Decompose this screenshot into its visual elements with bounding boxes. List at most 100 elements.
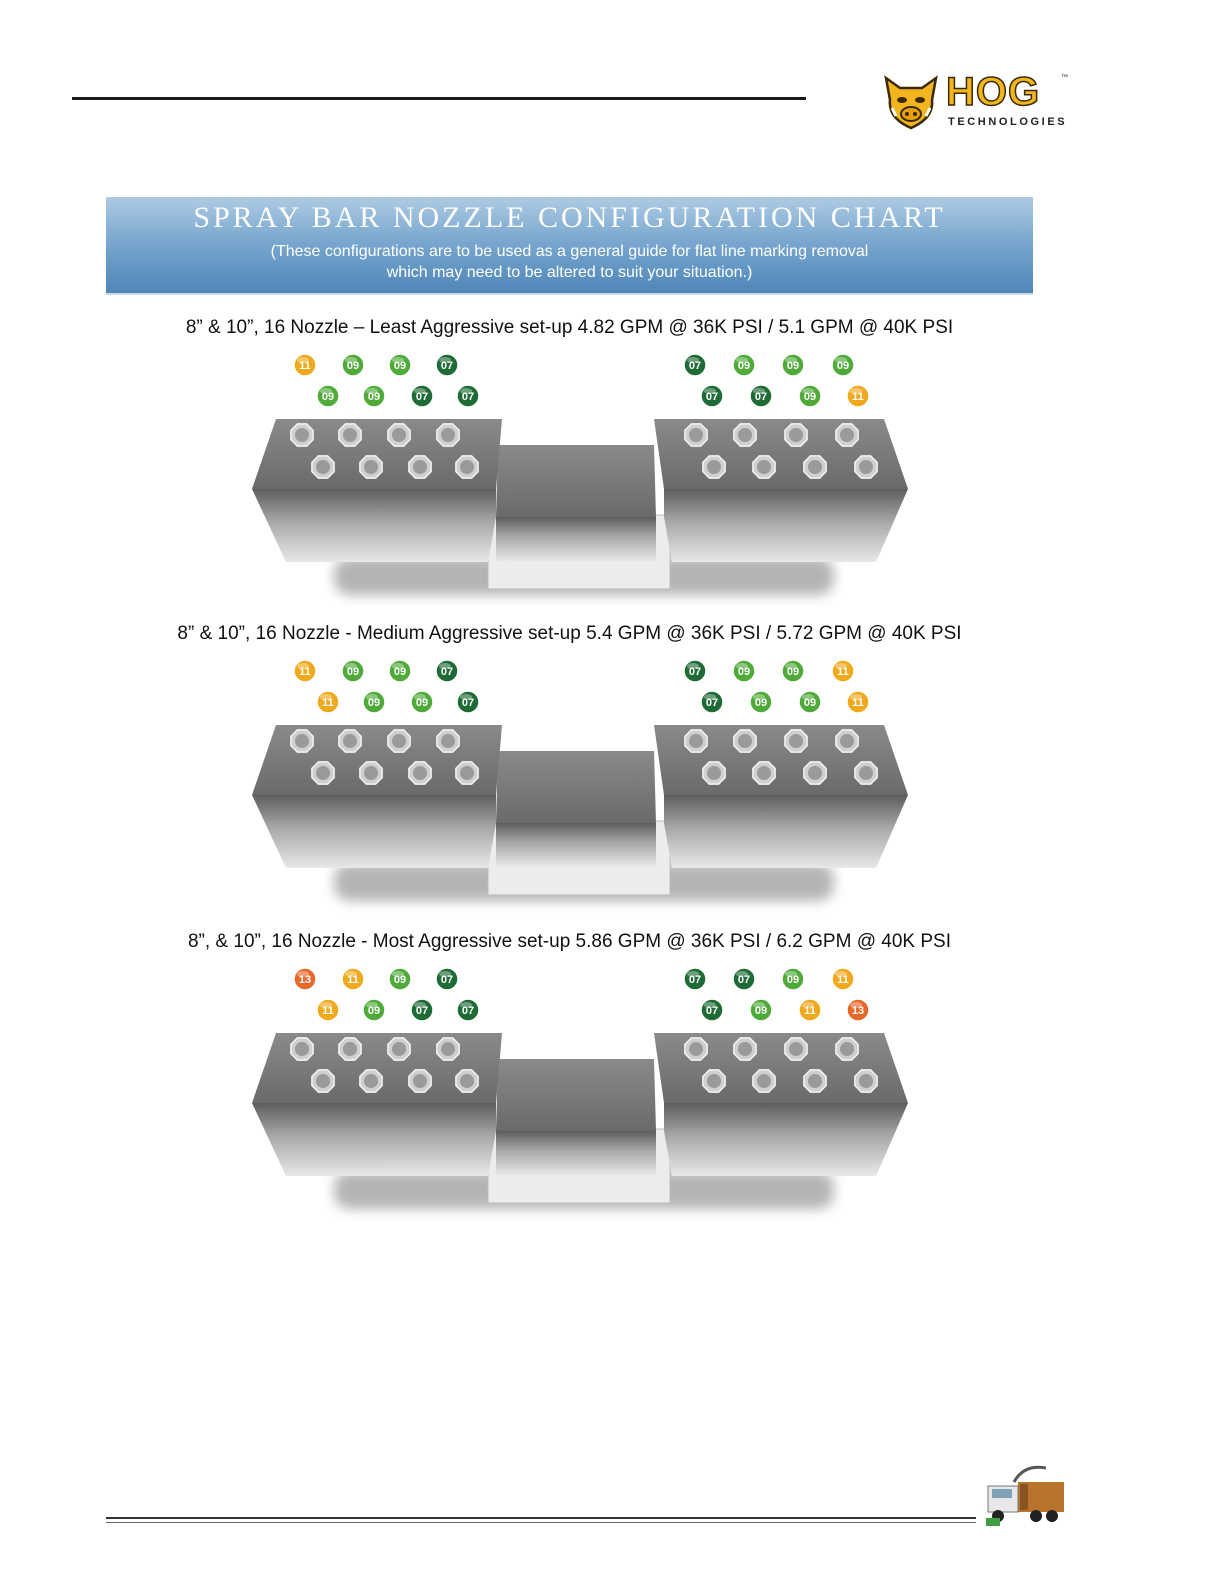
footer-rule-thin (106, 1522, 976, 1523)
nozzle-size-label: 09 (738, 666, 750, 678)
nozzle-socket-bore (413, 1074, 427, 1088)
nozzle-badge-13: 13 (293, 967, 317, 991)
logo-word: HOG (945, 69, 1041, 115)
nozzle-badge-09: 09 (732, 659, 756, 683)
nozzle-badge-09: 09 (410, 690, 434, 714)
nozzle-size-label: 09 (787, 974, 799, 986)
nozzle-badge-09: 09 (316, 384, 340, 408)
nozzle-socket-bore (343, 734, 357, 748)
setup-most-aggressive: 8”, & 10”, 16 Nozzle - Most Aggressive s… (106, 931, 1033, 1231)
nozzle-badge-07: 07 (683, 659, 707, 683)
right-block-front (664, 795, 908, 868)
nozzle-size-label: 11 (299, 360, 311, 372)
nozzle-socket-bore (460, 766, 474, 780)
nozzle-size-label: 07 (462, 697, 474, 709)
nozzle-size-label: 09 (804, 697, 816, 709)
nozzle-socket-bore (392, 428, 406, 442)
nozzle-size-label: 09 (804, 391, 816, 403)
nozzle-socket-bore (295, 428, 309, 442)
setup-title: 8” & 10”, 16 Nozzle – Least Aggressive s… (185, 317, 954, 338)
hog-technologies-logo: HOG ™ TECHNOLOGIES (880, 69, 1070, 134)
header-rule (72, 97, 806, 100)
center-block-top (496, 751, 656, 823)
nozzle-badge-09: 09 (341, 353, 365, 377)
nozzle-size-label: 09 (787, 666, 799, 678)
nozzle-badge-09: 09 (781, 967, 805, 991)
nozzle-size-label: 07 (689, 666, 701, 678)
nozzle-socket-bore (441, 734, 455, 748)
nozzle-badge-07: 07 (456, 384, 480, 408)
nozzle-socket-bore (460, 460, 474, 474)
nozzle-size-label: 07 (416, 1005, 428, 1017)
nozzle-badge-07: 07 (435, 659, 459, 683)
nozzle-badge-07: 07 (435, 967, 459, 991)
nozzle-size-label: 09 (416, 697, 428, 709)
nozzle-badge-11: 11 (341, 967, 365, 991)
nozzle-size-label: 11 (299, 666, 311, 678)
nozzle-socket-bore (707, 460, 721, 474)
nozzle-badge-11: 11 (831, 659, 855, 683)
nozzle-socket-bore (441, 428, 455, 442)
nozzle-badge-09: 09 (362, 690, 386, 714)
nozzle-badge-09: 09 (388, 659, 412, 683)
nozzle-size-label: 09 (347, 360, 359, 372)
nozzle-badge-07: 07 (456, 690, 480, 714)
nozzle-size-label: 07 (462, 391, 474, 403)
truck-icon (986, 1465, 1064, 1526)
left-block-front (252, 795, 496, 868)
nozzle-size-label: 09 (755, 1005, 767, 1017)
nozzle-socket-bore (689, 428, 703, 442)
nozzle-size-label: 07 (441, 360, 453, 372)
nozzle-socket-bore (316, 1074, 330, 1088)
nozzle-size-label: 09 (755, 697, 767, 709)
nozzle-badge-09: 09 (749, 690, 773, 714)
nozzle-size-label: 07 (441, 666, 453, 678)
nozzle-size-label: 09 (787, 360, 799, 372)
nozzle-socket-bore (364, 1074, 378, 1088)
nozzle-size-label: 11 (804, 1005, 816, 1017)
nozzle-size-label: 07 (689, 974, 701, 986)
nozzle-socket-bore (460, 1074, 474, 1088)
nozzle-badge-07: 07 (732, 967, 756, 991)
setup-title: 8” & 10”, 16 Nozzle - Medium Aggressive … (177, 623, 962, 644)
nozzle-badge-09: 09 (831, 353, 855, 377)
nozzle-socket-bore (295, 1042, 309, 1056)
nozzle-socket-bore (343, 1042, 357, 1056)
nozzle-size-label: 09 (368, 697, 380, 709)
nozzle-size-label: 11 (852, 391, 864, 403)
center-block-top (496, 1059, 656, 1131)
nozzle-size-label: 09 (738, 360, 750, 372)
nozzle-size-label: 09 (394, 360, 406, 372)
nozzle-size-label: 07 (416, 391, 428, 403)
nozzle-badge-07: 07 (700, 998, 724, 1022)
nozzle-badge-07: 07 (456, 998, 480, 1022)
nozzle-socket-bore (441, 1042, 455, 1056)
right-block-front (664, 1103, 908, 1176)
nozzle-socket-bore (316, 766, 330, 780)
nozzle-badge-07: 07 (410, 998, 434, 1022)
nozzle-socket-bore (707, 766, 721, 780)
logo-subtitle: TECHNOLOGIES (948, 116, 1068, 128)
nozzle-badge-09: 09 (732, 353, 756, 377)
nozzle-size-label: 09 (837, 360, 849, 372)
center-block-front (496, 823, 656, 867)
nozzle-socket-bore (840, 1042, 854, 1056)
nozzle-badge-11: 11 (846, 384, 870, 408)
nozzle-size-label: 07 (441, 974, 453, 986)
center-block-top (496, 445, 656, 517)
nozzle-socket-bore (808, 766, 822, 780)
nozzle-socket-bore (364, 766, 378, 780)
nozzle-badge-09: 09 (388, 353, 412, 377)
chart-title: SPRAY BAR NOZZLE CONFIGURATION CHART (193, 201, 946, 234)
nozzle-size-label: 11 (837, 974, 849, 986)
nozzle-socket-bore (343, 428, 357, 442)
nozzle-badge-09: 09 (781, 659, 805, 683)
nozzle-socket-bore (808, 460, 822, 474)
nozzle-socket-bore (392, 734, 406, 748)
nozzle-socket-bore (789, 734, 803, 748)
nozzle-socket-bore (364, 460, 378, 474)
nozzle-size-label: 11 (322, 1005, 334, 1017)
